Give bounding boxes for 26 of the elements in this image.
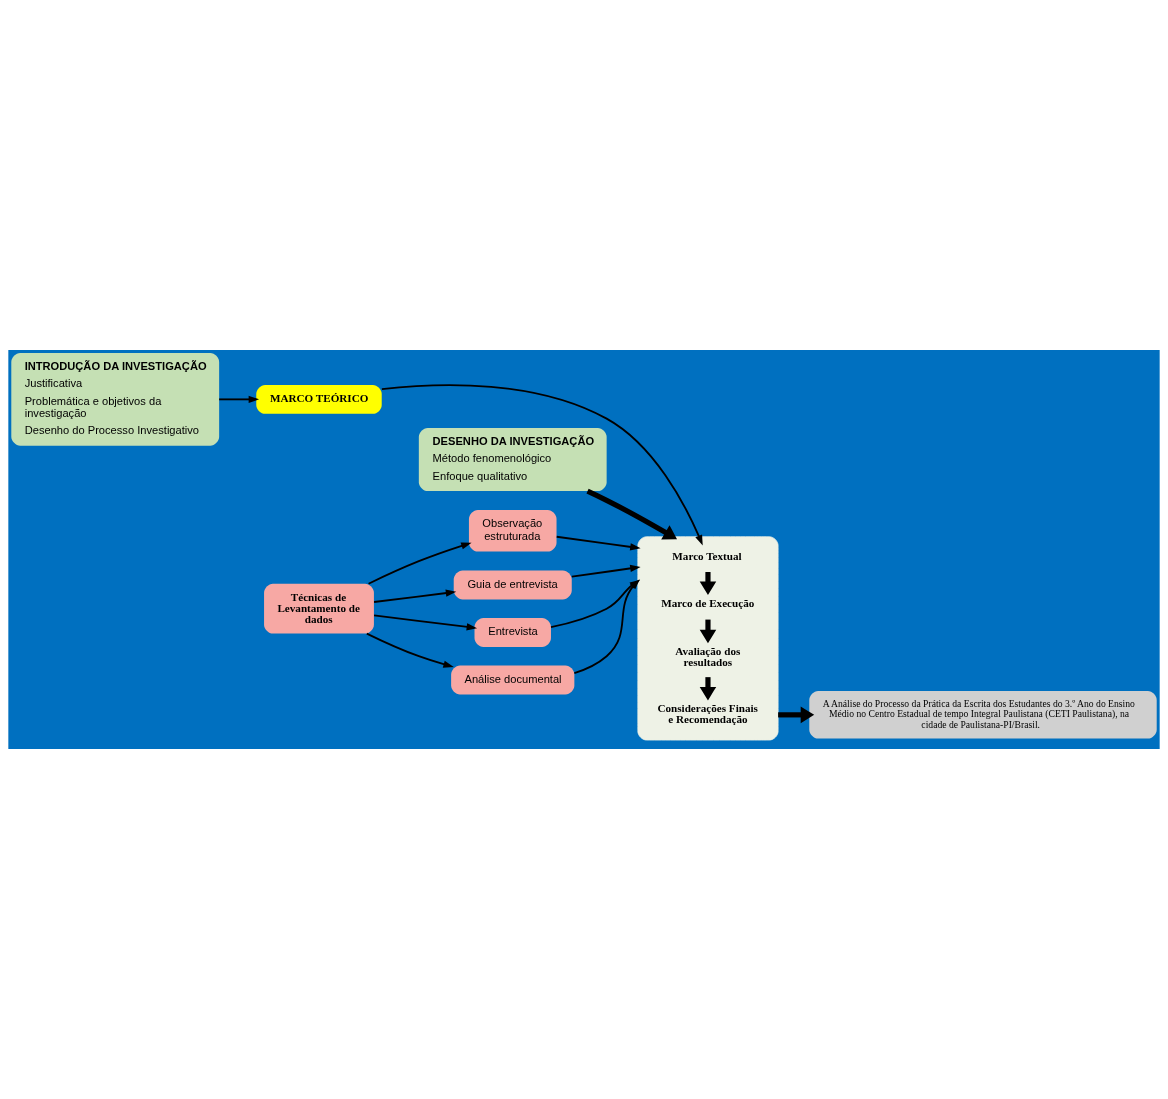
- arrow: [218, 395, 260, 403]
- arrow: [555, 535, 641, 551]
- arrow: [699, 572, 717, 596]
- arrow: [373, 589, 457, 603]
- node-text: Marco Textual: [672, 549, 742, 562]
- node-box: INTRODUÇÃO DA INVESTIGAÇÃO Justificativa Problemática e objetivos da investigação Desenho do Processo Investigativo: [11, 352, 220, 446]
- node-text: Marco de Execução: [661, 597, 755, 610]
- arrow: [586, 488, 677, 540]
- arrow: [367, 542, 472, 585]
- arrow: [570, 564, 641, 578]
- node-box: Observação estruturada: [468, 509, 557, 552]
- node-box: Técnicas de Levantamento de dados: [264, 583, 374, 634]
- node-box: A Análise do Processo da Prática da Escrita dos Estudantes do 3.º Ano do Ensino Médio no Centro Estadual de tempo Integral Paulistana (CETI Paulistana), na cidade de Paulistana-PI/Brasil.: [809, 691, 1157, 739]
- arrow: [380, 384, 703, 546]
- node-box: Entrevista: [474, 618, 551, 647]
- node-box: Análise documental: [451, 665, 575, 695]
- arrow: [699, 677, 717, 701]
- arrow: [365, 632, 454, 668]
- arrow: [699, 619, 717, 644]
- node-text: Avaliação dos resultados: [675, 644, 741, 668]
- node-box: DESENHO DA INVESTIGAÇÃO Método fenomenológico Enfoque qualitativo: [418, 427, 607, 492]
- arrow: [373, 614, 478, 631]
- node-box: Guia de entrevista: [453, 570, 572, 600]
- node-text: Considerações Finais e Recomendação: [657, 701, 758, 726]
- node-box: MARCO TEÓRICO: [256, 384, 382, 414]
- arrow: [778, 706, 815, 724]
